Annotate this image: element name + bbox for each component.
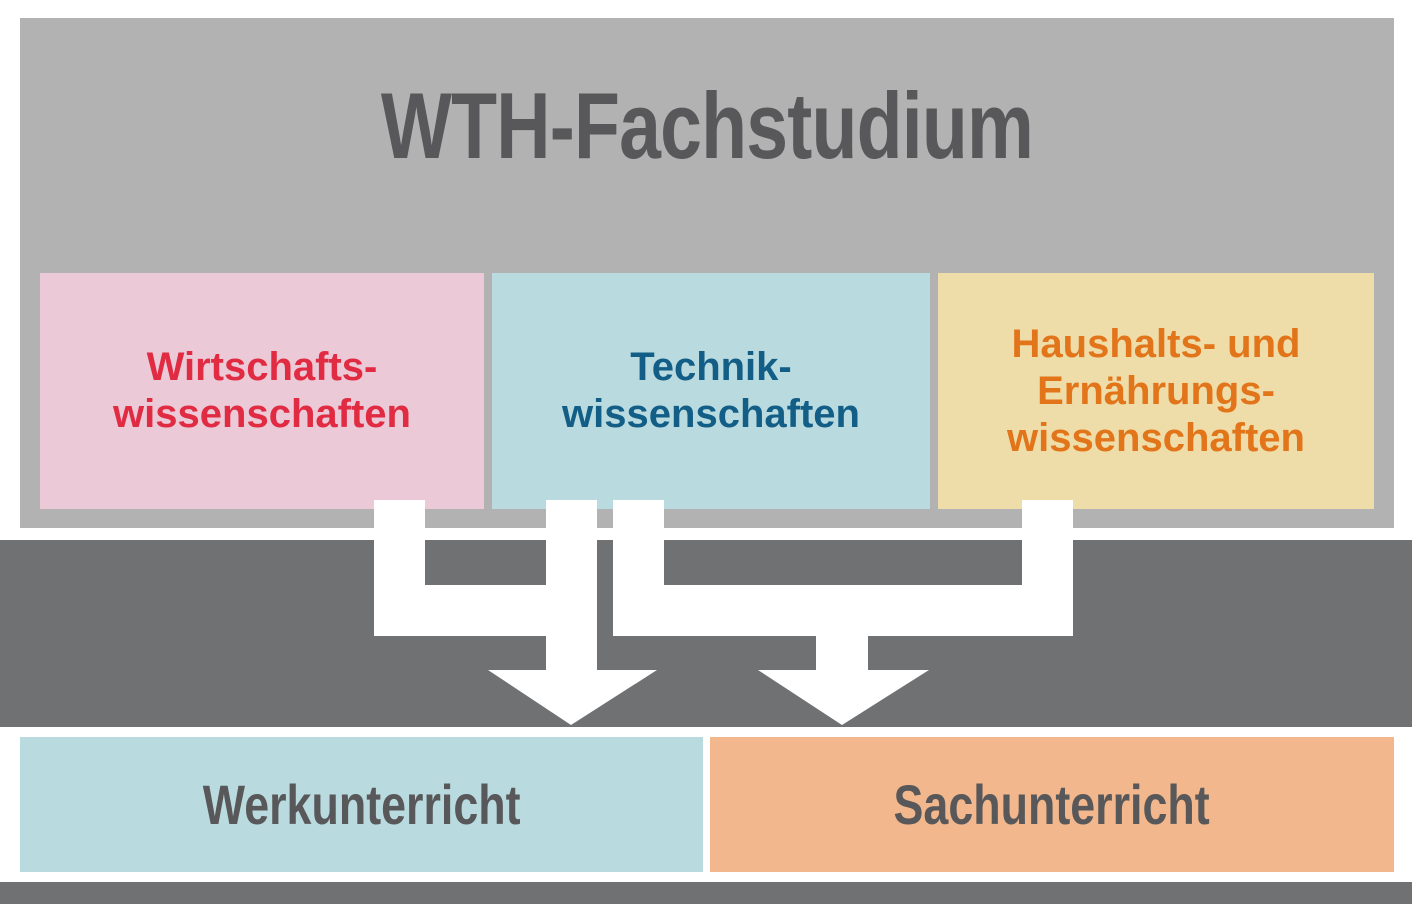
outcome-box-sachunterricht[interactable]: Sachunterricht: [710, 737, 1394, 872]
discipline-label-technikwissenschaften: Technik- wissenschaften: [562, 345, 860, 436]
bottom-frame: Werkunterricht Sachunterricht: [0, 727, 1412, 882]
page-title: WTH-Fachstudium: [380, 73, 1034, 178]
discipline-label-haushalts-und-ernaehrungswissenschaften: Haushalts- und Ernährungs- wissenschafte…: [1007, 321, 1305, 460]
discipline-box-wirtschaftswissenschaften[interactable]: Wirtschafts- wissenschaften: [40, 273, 484, 509]
discipline-box-haushalts-und-ernaehrungswissenschaften[interactable]: Haushalts- und Ernährungs- wissenschafte…: [938, 273, 1374, 509]
fachstudium-panel: WTH-Fachstudium Wirtschafts- wissenschaf…: [20, 18, 1394, 528]
outcome-box-werkunterricht[interactable]: Werkunterricht: [20, 737, 703, 872]
discipline-label-wirtschaftswissenschaften: Wirtschafts- wissenschaften: [113, 345, 411, 436]
outcome-label-sachunterricht: Sachunterricht: [893, 772, 1211, 836]
disciplines-row: Wirtschafts- wissenschaften Technik- wis…: [40, 273, 1374, 509]
outcome-label-werkunterricht: Werkunterricht: [202, 772, 521, 836]
outcomes-row: Werkunterricht Sachunterricht: [20, 737, 1394, 872]
discipline-box-technikwissenschaften[interactable]: Technik- wissenschaften: [492, 273, 930, 509]
top-frame: WTH-Fachstudium Wirtschafts- wissenschaf…: [0, 0, 1412, 540]
